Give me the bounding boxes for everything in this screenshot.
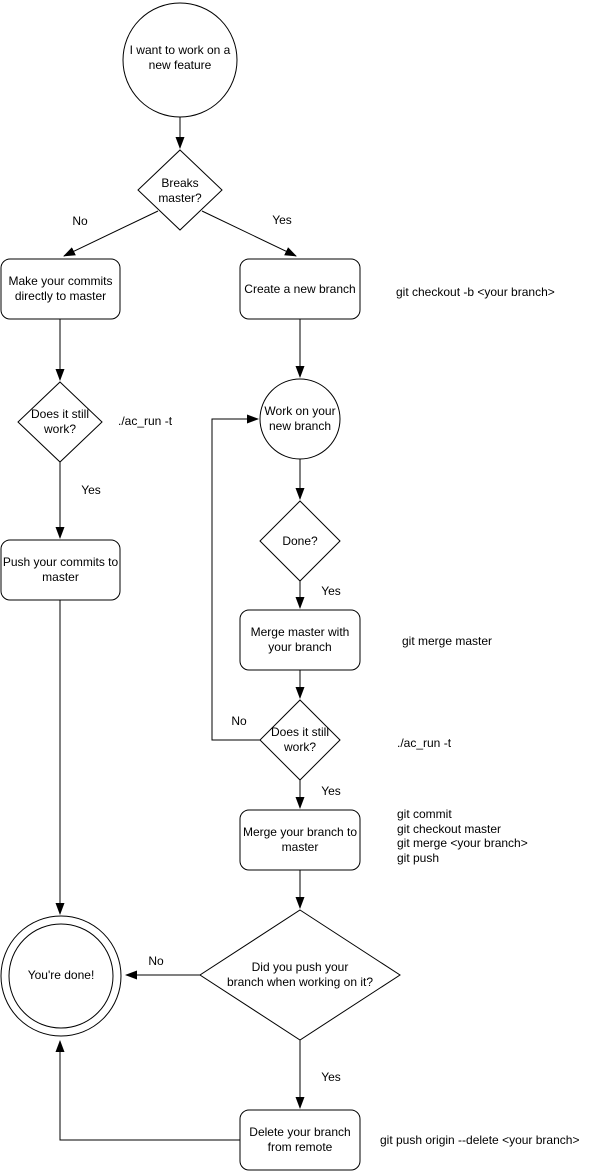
- push-commits-box: [0, 539, 121, 601]
- edge-breaks-yes-to-create-branch: [201, 210, 297, 257]
- edge-does-it-work-no-loop-to-work-branch: [211, 414, 260, 741]
- work-branch-circle: [259, 378, 341, 460]
- edge-breaks-no-to-make-commits: [63, 210, 159, 257]
- merge-branch-box: [239, 809, 361, 871]
- delete-branch-box: [239, 1109, 361, 1171]
- youre-done-inner-circle: [8, 923, 114, 1029]
- create-branch-box: [239, 258, 361, 320]
- does-it-work-branch-diamond: [259, 699, 341, 781]
- make-commits-box: [0, 258, 121, 320]
- merge-master-box: [239, 609, 361, 671]
- start-circle: [122, 2, 238, 118]
- edge-delete-branch-to-youre-done: [55, 1040, 240, 1141]
- done-diamond: [259, 500, 341, 582]
- does-it-work-master-diamond: [17, 381, 103, 463]
- did-you-push-diamond: [199, 909, 401, 1041]
- breaks-master-diamond: [137, 149, 223, 231]
